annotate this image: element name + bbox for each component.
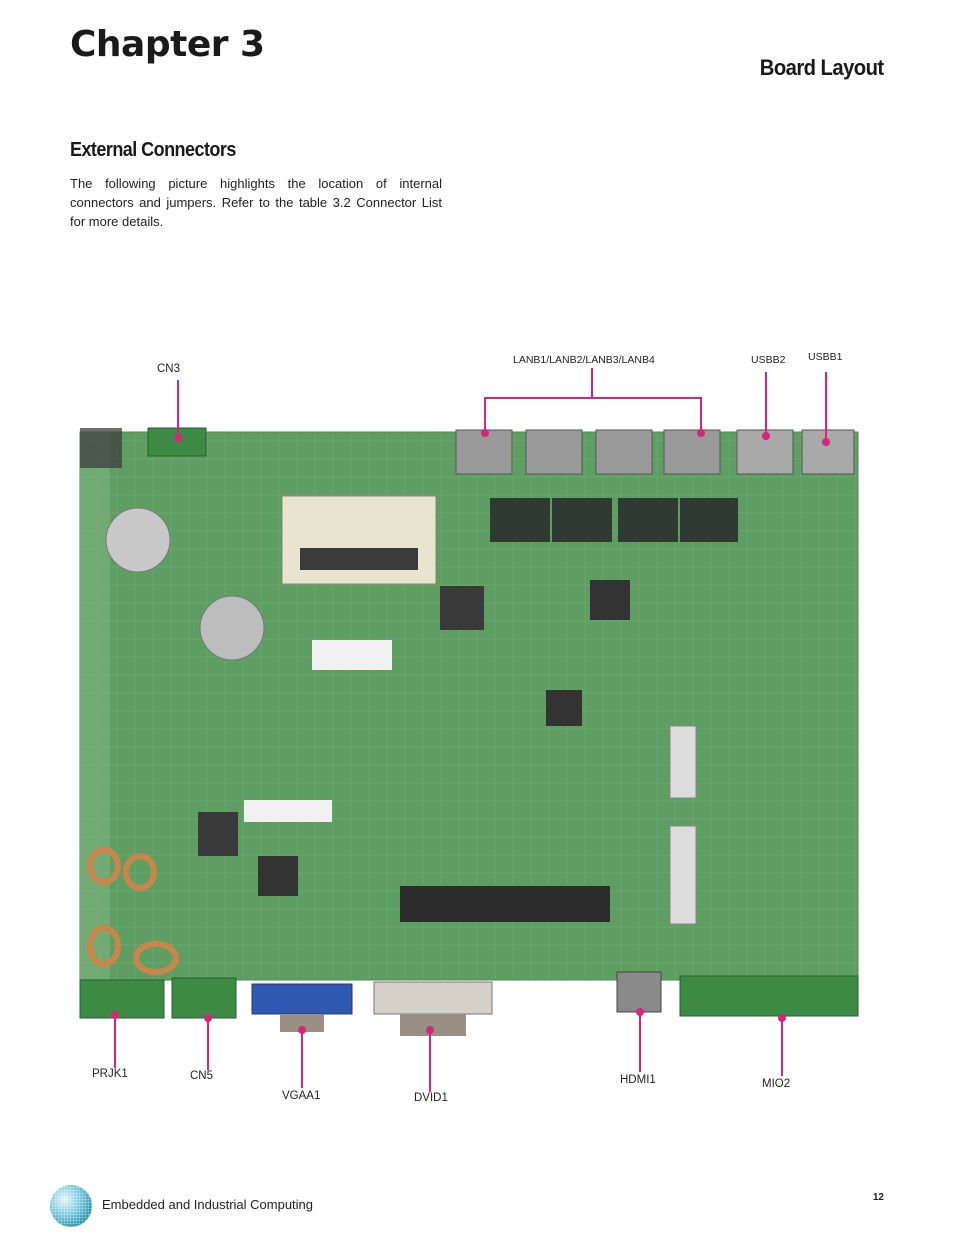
chip-9 bbox=[198, 812, 238, 856]
chip-5 bbox=[440, 586, 484, 630]
top-left-header bbox=[80, 428, 122, 468]
callout-dots bbox=[111, 429, 830, 1034]
pcb-left-strip bbox=[80, 432, 110, 980]
coin-battery-1 bbox=[105, 507, 171, 573]
chip-4 bbox=[680, 498, 738, 542]
dvi-connector bbox=[373, 981, 493, 1015]
page-number: 12 bbox=[872, 1192, 884, 1203]
chapter-title: Chapter 3 bbox=[70, 24, 265, 65]
chip-8 bbox=[258, 856, 298, 896]
label-usbb2: USBB2 bbox=[751, 354, 786, 366]
label-dvid1: DVID1 bbox=[414, 1092, 448, 1104]
cn5-connector bbox=[171, 977, 237, 1019]
chip-6 bbox=[590, 580, 630, 620]
label-cn3: CN3 bbox=[157, 363, 181, 375]
pcie-slot bbox=[400, 886, 610, 922]
label-vgaa1: VGAA1 bbox=[282, 1090, 321, 1102]
label-cn5: CN5 bbox=[190, 1070, 214, 1082]
chip-3 bbox=[618, 498, 678, 542]
lan-ports bbox=[455, 429, 721, 475]
prjk1-connector bbox=[79, 979, 165, 1019]
chip-1 bbox=[490, 498, 550, 542]
label-prjk1: PRJK1 bbox=[92, 1068, 128, 1080]
cf-card-slot bbox=[281, 495, 437, 585]
company-logo-icon bbox=[50, 1185, 92, 1227]
minipcie-slot-2 bbox=[669, 825, 697, 925]
usbb1-port bbox=[801, 429, 855, 475]
subsection-title: External Connectors bbox=[70, 139, 236, 161]
label-lanb: LANB1/LANB2/LANB3/LANB4 bbox=[513, 354, 655, 366]
intro-paragraph: The following picture highlights the loc… bbox=[70, 176, 442, 229]
mio2-connector bbox=[679, 975, 859, 1017]
chip-2 bbox=[552, 498, 612, 542]
section-title: Board Layout bbox=[760, 55, 884, 80]
chip-7 bbox=[546, 690, 582, 726]
hdmi-connector bbox=[616, 971, 662, 1013]
inductor-coils bbox=[87, 847, 179, 975]
barcode-sticker bbox=[244, 800, 332, 822]
coin-battery-2 bbox=[199, 595, 265, 661]
footer-text: Embedded and Industrial Computing bbox=[102, 1197, 314, 1212]
label-usbb1: USBB1 bbox=[808, 351, 843, 363]
callout-lines bbox=[114, 368, 827, 1092]
vga-connector bbox=[251, 983, 353, 1015]
label-hdmi1: HDMI1 bbox=[620, 1074, 656, 1086]
label-sticker bbox=[312, 640, 392, 670]
label-mio2: MIO2 bbox=[762, 1078, 791, 1090]
minipcie-slot-1 bbox=[669, 725, 697, 799]
